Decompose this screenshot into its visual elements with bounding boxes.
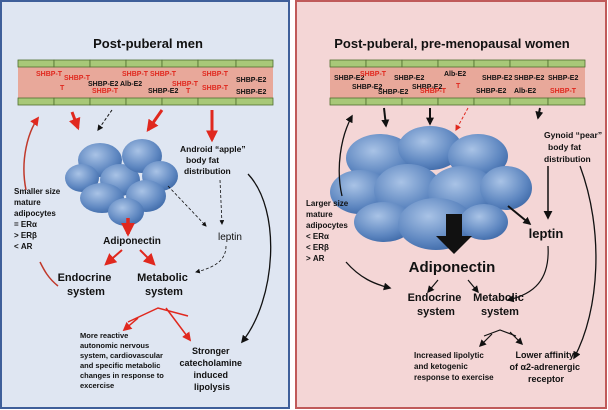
vessel-label: SHBP-T bbox=[122, 71, 149, 78]
left-title: Post-puberal men bbox=[93, 36, 203, 51]
vessel-label: SHBP-T bbox=[420, 88, 447, 95]
vessel-label: T bbox=[60, 85, 65, 92]
vessel-label: SHBP-T bbox=[360, 71, 387, 78]
vessel-label: Alb-E2 bbox=[444, 71, 466, 78]
right-metabolic: Metabolic system bbox=[473, 292, 527, 318]
vessel-label: SHBP-E2 bbox=[378, 89, 408, 96]
vessel-label: SHBP-T bbox=[172, 81, 199, 88]
vessel-label: SHBP-E2 bbox=[334, 75, 364, 82]
vessel-label: SHBP-T bbox=[150, 71, 177, 78]
right-title: Post-puberal, pre-menopausal women bbox=[334, 36, 570, 51]
vessel-label: SHBP-E2 bbox=[394, 75, 424, 82]
right-adiponectin: Adiponectin bbox=[409, 259, 496, 276]
vessel-label: SHBP-T bbox=[92, 88, 119, 95]
vessel-label: SHBP-E2 bbox=[476, 88, 506, 95]
vessel-label: SHBP-E2 bbox=[236, 77, 266, 84]
right-blood-vessel: SHBP-E2 SHBP-T SHBP-E2 SHBP-E2 SHBP-E2 S… bbox=[329, 59, 586, 106]
left-adipocyte-cluster bbox=[65, 139, 178, 226]
adiponectin-big-arrow bbox=[436, 214, 472, 254]
left-outcome-lipolysis: Stronger catecholamine induced lipolysis bbox=[179, 346, 244, 392]
right-panel: Post-puberal, pre-menopausal women SHBP-… bbox=[295, 0, 607, 409]
vessel-label: SHBP-E2 bbox=[412, 84, 442, 91]
left-adipocyte-text: Smaller size mature adipocytes = ERα > E… bbox=[14, 187, 62, 251]
vessel-label: SHBP-T bbox=[36, 71, 63, 78]
vessel-label: SHBP-T bbox=[202, 85, 229, 92]
left-adiponectin: Adiponectin bbox=[103, 236, 161, 247]
right-leptin: leptin bbox=[529, 226, 564, 241]
vessel-label: Alb-E2 bbox=[120, 81, 142, 88]
vessel-label: SHBP-E2 bbox=[548, 75, 578, 82]
right-adipocyte-text: Larger size mature adipocytes < ERα < ER… bbox=[306, 199, 350, 263]
left-leptin: leptin bbox=[218, 232, 242, 243]
right-distribution-text: Gynoid “pear” body fat distribution bbox=[544, 130, 604, 164]
left-panel: Post-puberal men SHBP-T SHBP-T T SHBP-E2… bbox=[0, 0, 290, 409]
vessel-label: SHBP-E2 bbox=[514, 75, 544, 82]
right-outcome-affinity: Lower affinity of α2-adrenergic receptor bbox=[509, 350, 582, 384]
svg-text:SHBP-T SHBP-T: SHBP-T SHBP-T T SHBP-E2 SHBP-T Alb-E2 SH… bbox=[36, 71, 268, 96]
vessel-label: T bbox=[186, 88, 191, 95]
vessel-label: T bbox=[456, 83, 461, 90]
vessel-label: SHBP-E2 bbox=[482, 75, 512, 82]
vessel-label: Alb-E2 bbox=[514, 88, 536, 95]
left-endocrine: Endocrine system bbox=[58, 272, 115, 298]
left-outcome-autonomic: More reactive autonomic nervous system, … bbox=[80, 331, 166, 390]
vessel-label: SHBP-E2 bbox=[148, 88, 178, 95]
right-outcome-lipolytic: Increased lipolytic and ketogenic respon… bbox=[414, 351, 494, 382]
vessel-label: SHBP-T bbox=[64, 75, 91, 82]
left-distribution-text: Android “apple” body fat distribution bbox=[180, 144, 248, 176]
vessel-label: SHBP-T bbox=[202, 71, 229, 78]
svg-text:SHBP-E2 SHBP-T: SHBP-E2 SHBP-T SHBP-E2 SHBP-E2 SHBP-E2 S… bbox=[334, 71, 580, 96]
vessel-label: SHBP-T bbox=[550, 88, 577, 95]
left-metabolic: Metabolic system bbox=[137, 272, 191, 298]
vessel-label: SHBP-E2 bbox=[352, 84, 382, 91]
right-endocrine: Endocrine system bbox=[408, 292, 465, 318]
vessel-label: SHBP-E2 bbox=[88, 81, 118, 88]
vessel-label: SHBP-E2 bbox=[236, 89, 266, 96]
left-blood-vessel: SHBP-T SHBP-T T SHBP-E2 SHBP-T Alb-E2 SH… bbox=[17, 59, 274, 106]
right-adipocyte-cluster bbox=[330, 126, 532, 250]
